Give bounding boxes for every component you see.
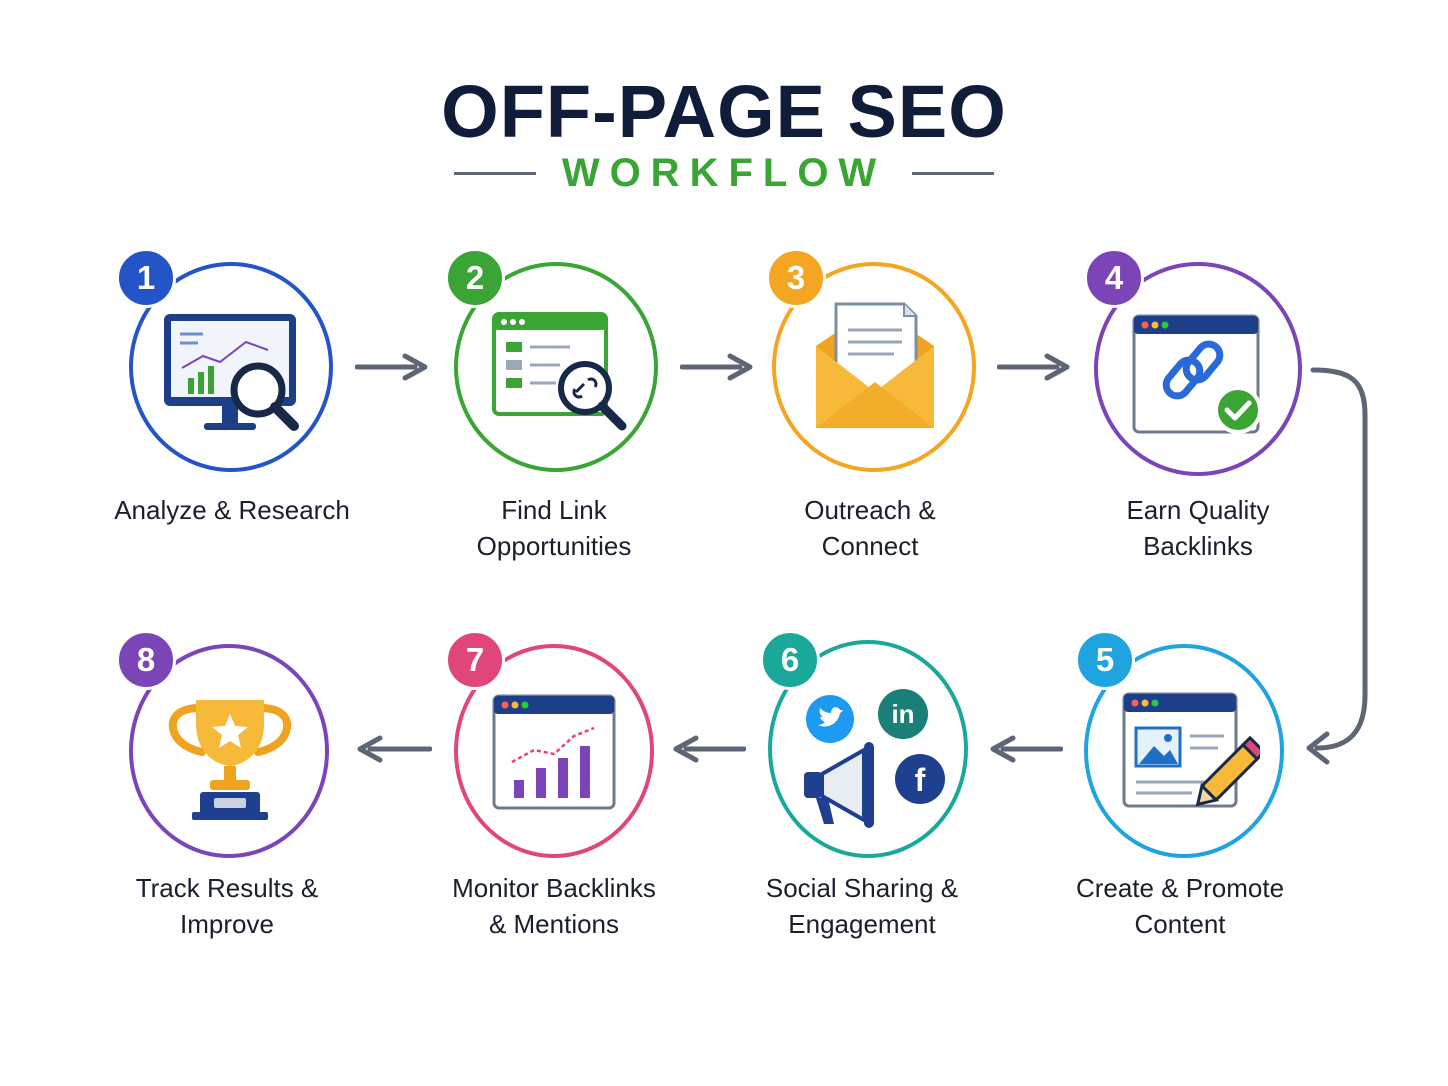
step-7-label-line2: & Mentions	[488, 909, 620, 939]
step-6-label-line2: Engagement	[788, 909, 936, 939]
arrow-2-to-3	[680, 353, 753, 381]
step-8-badge: 8	[116, 630, 176, 690]
step-3-label: Outreach & Connect	[720, 492, 1020, 564]
step-4-label-line1: Earn Quality	[1126, 495, 1270, 525]
arrow-4-to-5-connector	[1306, 367, 1368, 765]
step-3-label-line1: Outreach &	[804, 495, 936, 525]
step-6-badge: 6	[760, 630, 820, 690]
step-8-label-line1: Track Results &	[135, 873, 319, 903]
subtitle-row: WORKFLOW	[0, 150, 1448, 196]
megaphone-icon	[804, 742, 874, 828]
step-5-label-line1: Create & Promote	[1075, 873, 1285, 903]
step-6-label-line1: Social Sharing &	[765, 873, 959, 903]
step-7-badge: 7	[445, 630, 505, 690]
step-4-badge: 4	[1084, 248, 1144, 308]
step-3-label-line2: Connect	[821, 531, 919, 561]
arrow-7-to-8	[357, 735, 432, 763]
twitter-icon	[806, 695, 854, 743]
step-2-label-line2: Opportunities	[476, 531, 632, 561]
page-subtitle: WORKFLOW	[561, 151, 887, 195]
subtitle-divider-left	[453, 171, 536, 175]
step-2-label: Find Link Opportunities	[404, 492, 704, 564]
browser-chart-icon	[492, 694, 616, 810]
arrow-6-to-7	[673, 735, 746, 763]
subtitle-divider-right	[912, 171, 995, 175]
step-7-label-line1: Monitor Backlinks	[452, 873, 656, 903]
arrow-5-to-6	[990, 735, 1063, 763]
linkedin-icon: in	[878, 689, 928, 739]
step-1-label: Analyze & Research	[82, 492, 382, 528]
trophy-icon	[168, 700, 292, 820]
browser-link-search-icon	[492, 312, 627, 431]
step-4-label: Earn Quality Backlinks	[1048, 492, 1348, 564]
step-3-badge: 3	[766, 248, 826, 308]
monitor-search-icon	[164, 314, 299, 431]
browser-chain-check-icon	[1132, 314, 1262, 434]
step-7-label: Monitor Backlinks & Mentions	[404, 870, 704, 942]
step-1-label-line1: Analyze & Research	[114, 495, 350, 525]
content-edit-icon	[1122, 692, 1260, 808]
step-4-label-line2: Backlinks	[1143, 531, 1253, 561]
step-2-label-line1: Find Link	[501, 495, 607, 525]
page-title: OFF-PAGE SEO	[441, 70, 1007, 153]
arrow-3-to-4	[997, 353, 1070, 381]
step-8-label: Track Results & Improve	[77, 870, 377, 942]
facebook-icon: f	[895, 754, 945, 804]
step-6-label: Social Sharing & Engagement	[712, 870, 1012, 942]
envelope-icon	[816, 302, 934, 428]
step-2-badge: 2	[445, 248, 505, 308]
arrow-1-to-2	[355, 353, 428, 381]
step-5-label-line2: Content	[1134, 909, 1226, 939]
step-5-label: Create & Promote Content	[1030, 870, 1330, 942]
step-1-badge: 1	[116, 248, 176, 308]
step-5-badge: 5	[1075, 630, 1135, 690]
step-8-label-line2: Improve	[180, 909, 274, 939]
